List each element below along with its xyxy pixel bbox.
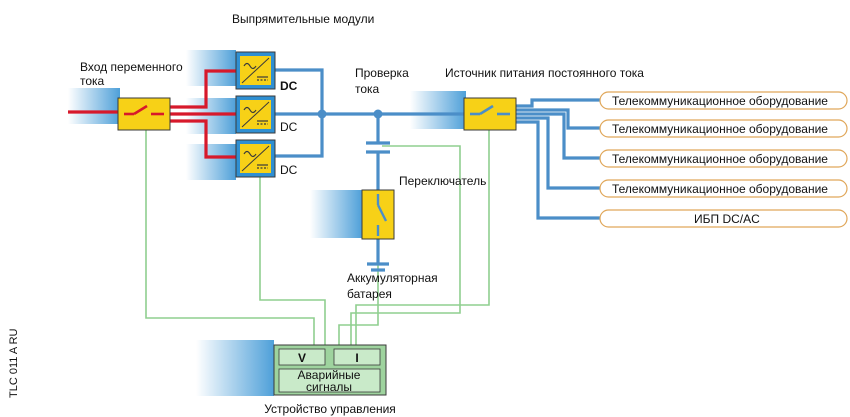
battery-switch[interactable] xyxy=(361,189,395,240)
current-meter-label: I xyxy=(355,351,358,365)
rectifier-output-label: DC xyxy=(280,163,298,177)
load-box[interactable] xyxy=(599,179,848,198)
signal-lines xyxy=(145,130,490,345)
rectifier-module-3[interactable] xyxy=(235,139,276,178)
ac-input-label: Вход переменного xyxy=(80,60,183,74)
control-device-label: Устройство управления xyxy=(264,402,396,416)
voltage-meter-label: V xyxy=(298,351,306,365)
alarms-label-line2: сигналы xyxy=(306,380,352,394)
load-label: Телекоммуникационное оборудование xyxy=(612,182,828,196)
rectifier-modules-label: Выпрямительные модули xyxy=(232,12,374,26)
dc-source-switch[interactable] xyxy=(463,97,517,131)
voltage-meter xyxy=(278,348,326,366)
dc-check-label: Проверка xyxy=(355,66,409,80)
switch-label: Переключатель xyxy=(399,174,486,188)
ac-input-label-line2: тока xyxy=(80,74,105,88)
dc-check-label-line2: тока xyxy=(355,82,380,96)
load-label: ИБП DC/AC xyxy=(694,212,760,226)
rectifier-module-1[interactable] xyxy=(235,51,276,90)
rectifier-output-label: DC xyxy=(280,79,298,93)
battery-label: Аккумуляторная xyxy=(347,271,438,285)
battery-label-line2: батарея xyxy=(347,287,392,301)
alarms-panel xyxy=(278,368,381,393)
load-label: Телекоммуникационное оборудование xyxy=(612,94,828,108)
load-label: Телекоммуникационное оборудование xyxy=(612,152,828,166)
ac-input-switch[interactable] xyxy=(117,97,171,131)
load-box[interactable] xyxy=(599,149,848,168)
alarms-label: Аварийные xyxy=(298,368,361,382)
junction-dot xyxy=(373,109,383,119)
junction-dots xyxy=(317,109,383,119)
rectifier-output-label: DC xyxy=(280,120,298,134)
current-meter xyxy=(333,348,381,366)
control-device[interactable] xyxy=(273,344,387,396)
load-box[interactable] xyxy=(599,119,848,138)
rectifier-module-2[interactable] xyxy=(235,95,276,134)
load-label: Телекоммуникационное оборудование xyxy=(612,122,828,136)
load-boxes xyxy=(599,91,848,228)
ac-lines xyxy=(68,69,236,159)
junction-dot xyxy=(317,109,327,119)
glow-halos xyxy=(68,50,466,396)
load-box[interactable] xyxy=(599,209,848,228)
side-code-label: TLC 011 A RU xyxy=(8,328,20,398)
dc-power-source-label: Источник питания постоянного тока xyxy=(445,66,644,80)
load-box[interactable] xyxy=(599,91,848,110)
